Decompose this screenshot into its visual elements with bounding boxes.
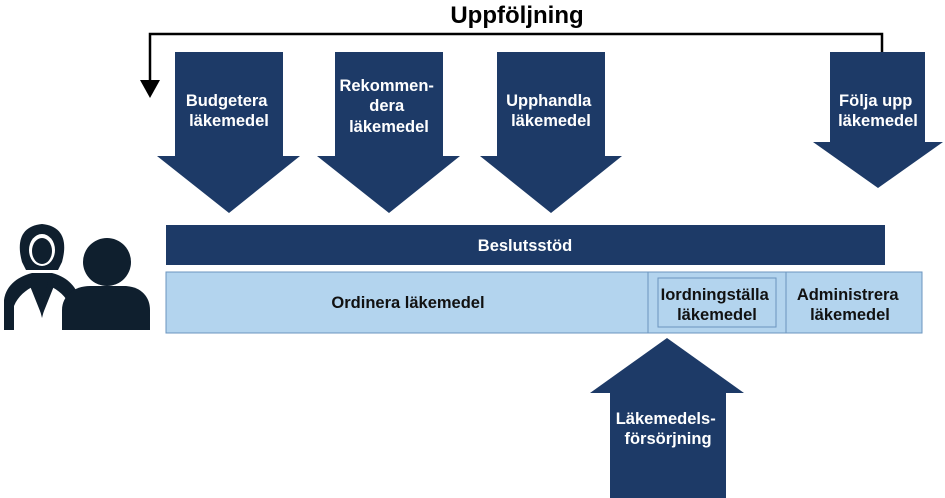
top-arrow-budgetera: Budgetera läkemedel (157, 52, 300, 213)
process-box-label: Administrera (797, 286, 900, 304)
top-arrow-label: läkemedel (511, 112, 591, 130)
svg-text:Läkemedels- försörjning: Läkemedels- försörjning (616, 410, 721, 448)
svg-text:Iordningställa läkemedel: Iordningställa läkemedel (661, 286, 774, 324)
svg-text:Rekommen- dera läk: Rekommen- dera läkemedel (339, 77, 438, 136)
svg-text:Följa upp läkemedel: Följa upp läkemedel (838, 92, 918, 130)
bottom-arrow-label: försörjning (624, 430, 711, 448)
process-box-ordinera: Ordinera läkemedel (165, 271, 656, 334)
process-box-label: läkemedel (810, 306, 890, 324)
process-box-iordningstalla: Iordningställa läkemedel (647, 271, 787, 334)
feedback-loop-arrow (140, 32, 884, 98)
process-box-label: läkemedel (677, 306, 757, 324)
top-arrow-rekommendera: Rekommen- dera läkemedel (317, 52, 460, 213)
top-arrow-label: Följa upp (839, 92, 912, 110)
process-box-administrera: Administrera läkemedel (778, 271, 923, 334)
top-arrow-label: läkemedel (189, 112, 269, 130)
svg-text:Administrera läkemedel: Administrera läkemedel (797, 286, 903, 324)
decision-support-bar: Beslutsstöd (166, 225, 885, 265)
process-box-label: Ordinera läkemedel (331, 294, 484, 312)
top-arrow-label: Rekommen- (339, 77, 433, 95)
top-arrow-label: läkemedel (838, 112, 918, 130)
svg-text:Budgetera läkemedel: Budgetera läkemedel (186, 92, 272, 130)
top-arrow-folja-upp: Följa upp läkemedel (813, 52, 943, 188)
bottom-arrow-lakemedelsforsorjning: Läkemedels- försörjning (590, 338, 744, 498)
diagram-title: Uppföljning (450, 2, 583, 29)
top-arrow-label: Upphandla (506, 92, 592, 110)
top-arrow-label: dera (369, 97, 405, 115)
decision-support-label: Beslutsstöd (478, 237, 572, 255)
top-arrow-upphandla: Upphandla läkemedel (480, 52, 622, 213)
bottom-arrow-label: Läkemedels- (616, 410, 716, 428)
top-arrow-label: läkemedel (349, 118, 429, 136)
top-arrow-label: Budgetera (186, 92, 268, 110)
svg-text:Upphandla läkemedel: Upphandla läkemedel (506, 92, 596, 130)
process-box-label: Iordningställa (661, 286, 770, 304)
healthcare-professionals-icon (4, 224, 150, 330)
